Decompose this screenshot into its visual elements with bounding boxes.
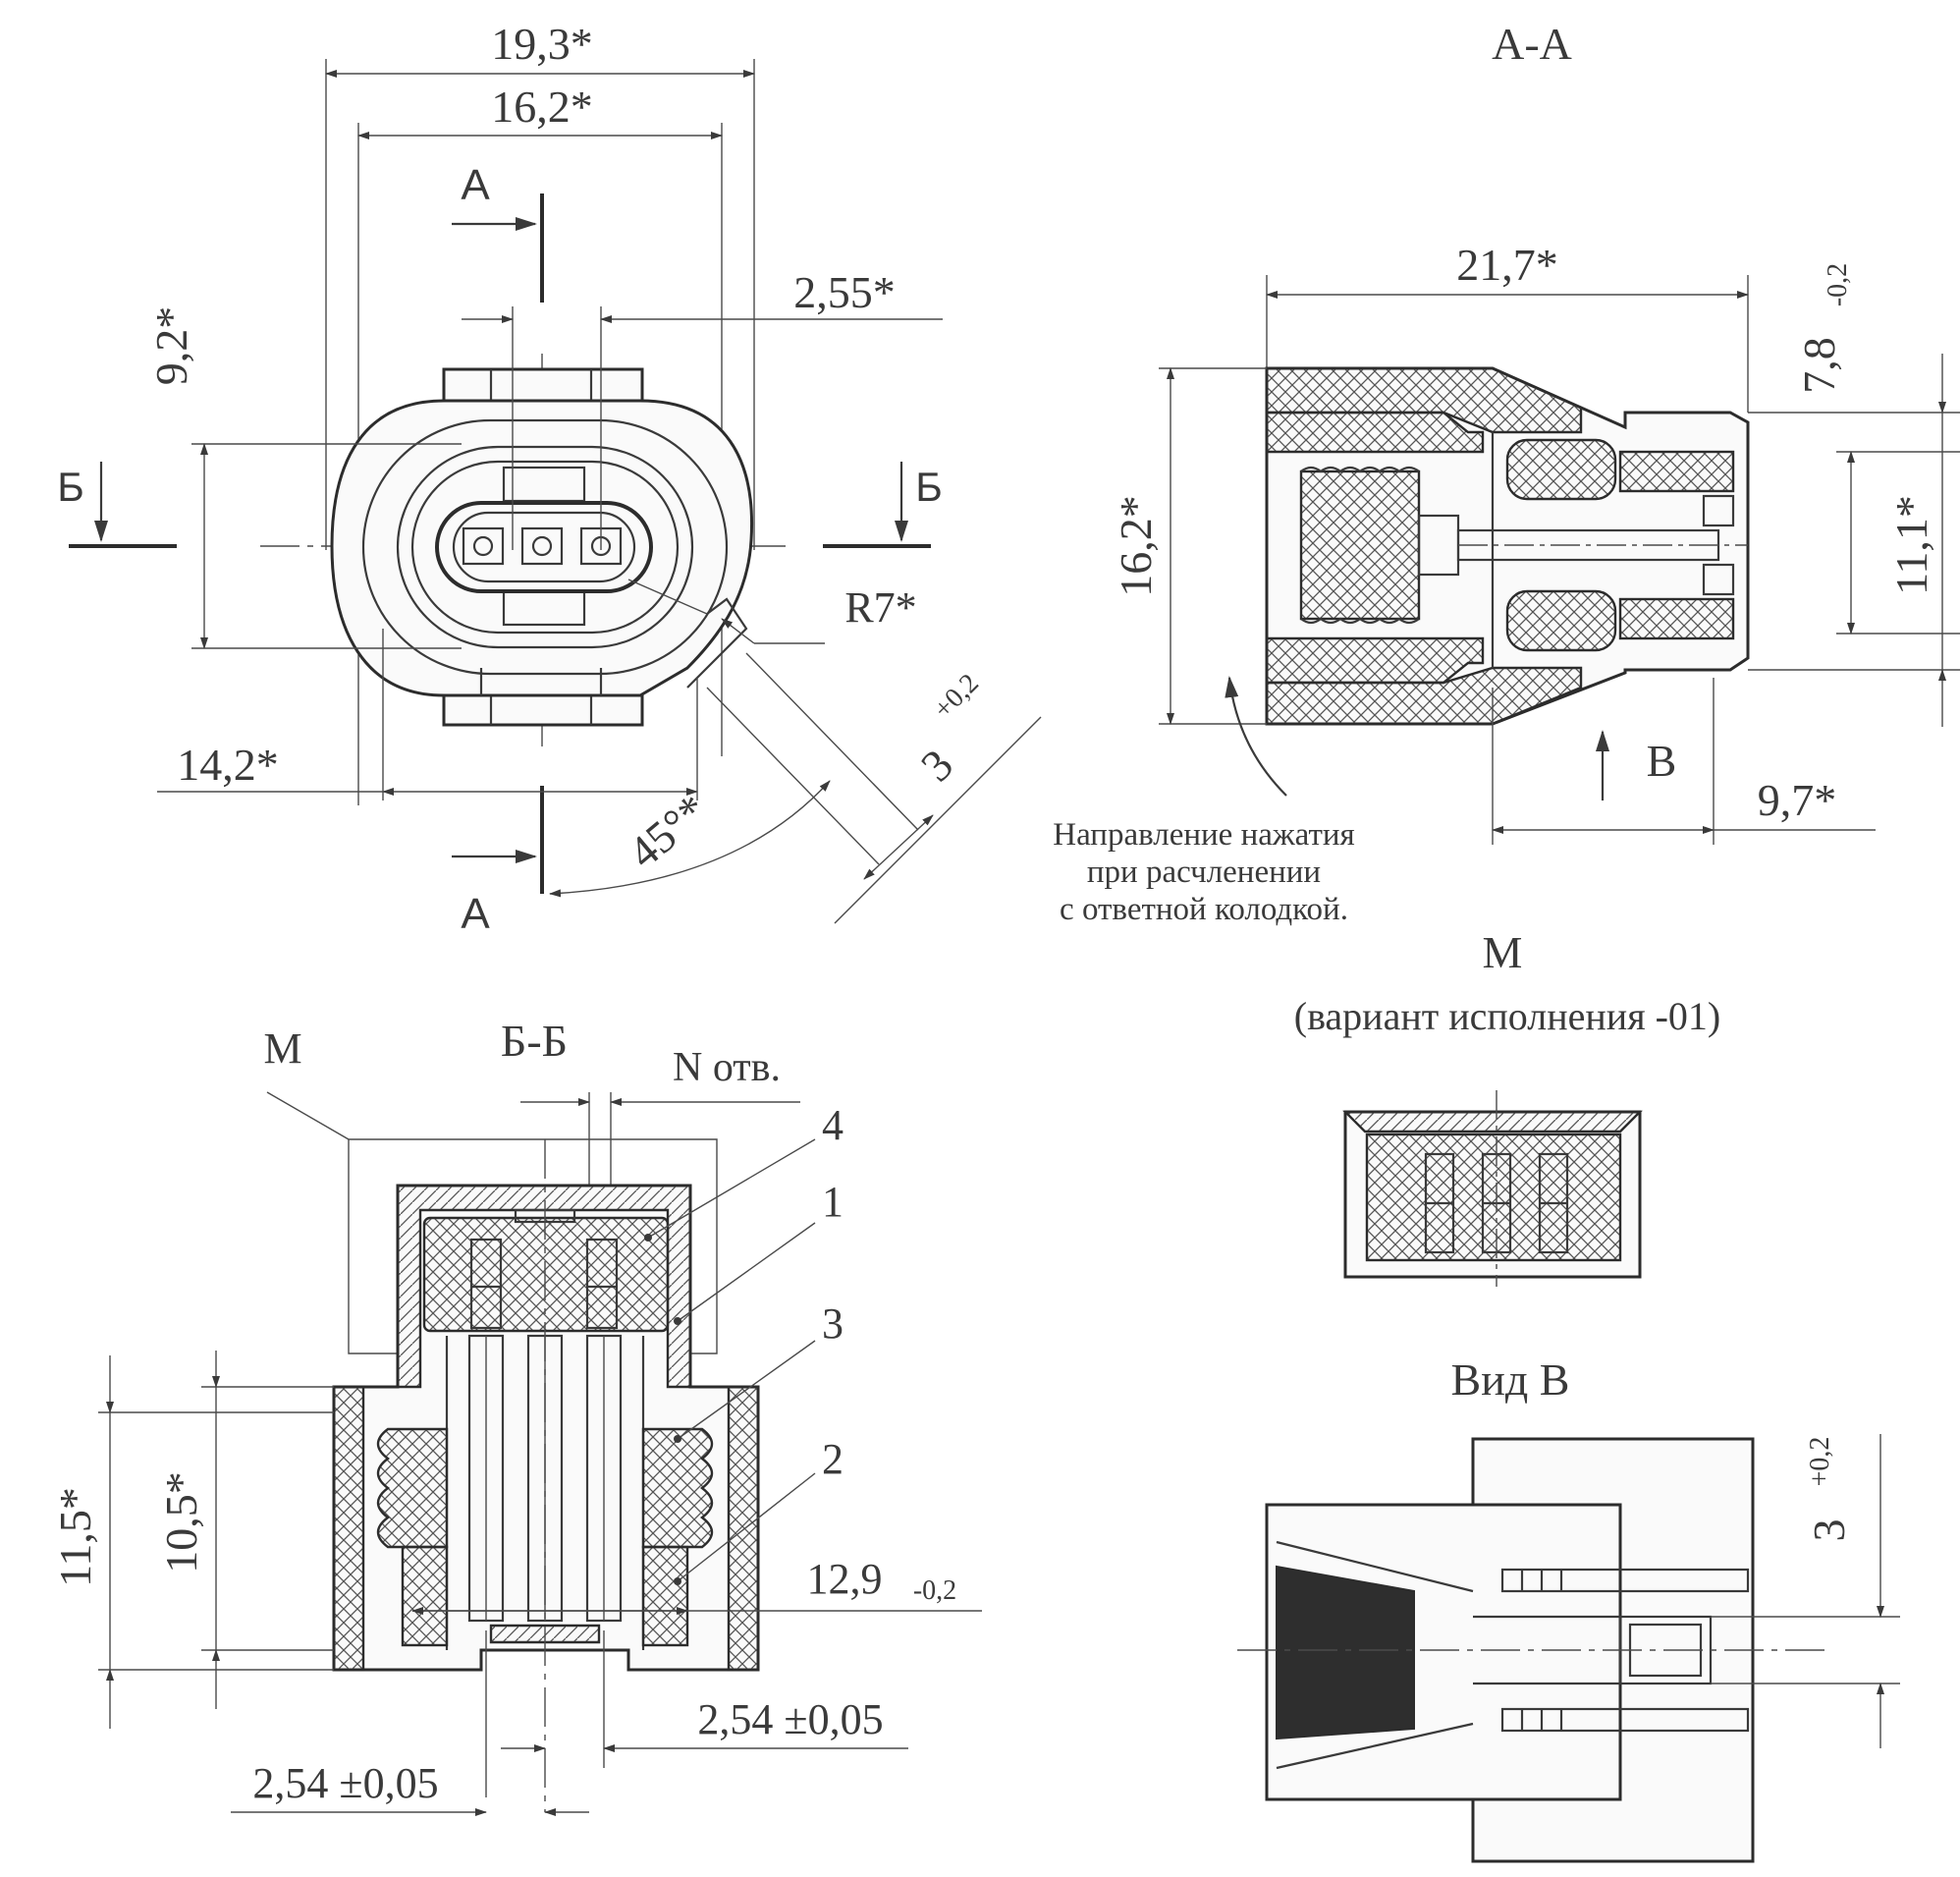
callout-3: 3: [822, 1299, 844, 1348]
section-a-bottom-label: А: [461, 890, 490, 938]
dim-inner-width: 16,2*: [491, 82, 593, 132]
view-v: Вид В 3 +0,2: [1237, 1354, 1900, 1863]
aa-dim-latch-tol: -0,2: [1823, 263, 1853, 306]
dim-pitch: 2,55*: [793, 267, 896, 317]
dim-slot-value: 3: [911, 740, 962, 791]
bb-dim-pitch-right: 2,54 ±0,05: [697, 1695, 883, 1743]
section-aa-title: А-А: [1492, 19, 1572, 69]
bb-holes-label: N отв.: [673, 1045, 781, 1090]
section-bb: Б-Б М N отв.: [50, 1016, 982, 1816]
view-v-dim-slot-value: 3: [1804, 1519, 1854, 1542]
dim-radius: R7*: [844, 583, 916, 632]
callout-4: 4: [822, 1101, 844, 1149]
dim-slot-tol: +0,2: [928, 668, 985, 725]
bb-dim-pitch-left: 2,54 ±0,05: [252, 1759, 438, 1807]
detail-m-subtitle: (вариант исполнения -01): [1294, 994, 1721, 1038]
callout-2: 2: [822, 1435, 844, 1483]
bb-dim-inner-height: 10,5*: [156, 1471, 206, 1573]
aa-dim-latch-value: 7,8: [1794, 337, 1844, 394]
aa-view-arrow-label: В: [1647, 736, 1677, 786]
detail-m-title: М: [1483, 927, 1523, 977]
front-view: А А Б Б 19,3* 16,2*: [57, 19, 1042, 938]
dim-bottom-width: 14,2*: [177, 740, 279, 790]
bb-dim-width-value: 12,9: [807, 1555, 883, 1603]
section-bb-title: Б-Б: [501, 1016, 568, 1066]
aa-note-line-1: Направление нажатия: [1053, 817, 1355, 853]
aa-note-line-3: с ответной колодкой.: [1060, 892, 1348, 927]
aa-dim-length: 21,7*: [1456, 240, 1558, 290]
bb-detail-label: М: [263, 1024, 301, 1073]
view-v-dim-slot-tol: +0,2: [1805, 1437, 1835, 1487]
bb-dim-outer-height: 11,5*: [50, 1487, 100, 1587]
bb-dim-width-tol: -0,2: [913, 1575, 956, 1606]
dim-height: 9,2*: [146, 306, 196, 386]
detail-m: М (вариант исполнения -01): [1294, 927, 1721, 1287]
aa-dim-tail: 9,7*: [1758, 775, 1837, 825]
dim-overall-width: 19,3*: [491, 19, 593, 69]
section-a-top-label: А: [461, 161, 490, 209]
aa-note-line-2: при расчленении: [1087, 855, 1321, 890]
dim-angle: 45°*: [619, 785, 717, 878]
aa-dim-inner-height: 11,1*: [1886, 495, 1936, 595]
section-aa: А-А 21,7* 16,2*: [1053, 19, 1960, 927]
view-v-title: Вид В: [1451, 1354, 1570, 1405]
callout-1: 1: [822, 1178, 844, 1226]
section-b-left-label: Б: [57, 464, 84, 510]
aa-dim-height: 16,2*: [1111, 495, 1161, 597]
section-b-right-label: Б: [915, 464, 943, 510]
